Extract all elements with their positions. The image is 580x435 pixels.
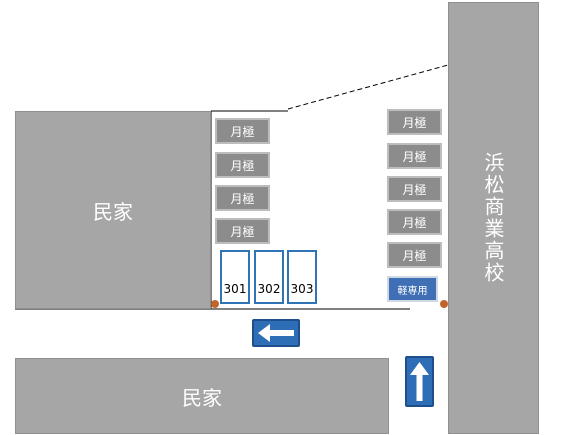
school-building: 浜松商業高校 bbox=[448, 2, 539, 434]
parking-slot-301[interactable]: 301 bbox=[220, 250, 250, 304]
corner-marker-left bbox=[211, 300, 219, 308]
one-way-left-sign bbox=[252, 319, 300, 347]
monthly-slot-left-2[interactable]: 月極 bbox=[215, 152, 270, 178]
monthly-slot-right-5[interactable]: 月極 bbox=[387, 242, 442, 268]
house-bottom: 民家 bbox=[15, 358, 389, 434]
house-bottom-label: 民家 bbox=[182, 385, 222, 410]
lot-diagonal-boundary bbox=[287, 64, 449, 110]
kei-only-slot[interactable]: 軽専用 bbox=[387, 276, 438, 302]
house-left: 民家 bbox=[15, 111, 211, 309]
monthly-slot-left-4[interactable]: 月極 bbox=[215, 218, 270, 244]
up-arrow-icon bbox=[410, 362, 429, 401]
monthly-slot-left-1[interactable]: 月極 bbox=[215, 118, 270, 144]
monthly-slot-right-4[interactable]: 月極 bbox=[387, 209, 442, 235]
left-arrow-icon bbox=[258, 324, 294, 342]
monthly-slot-right-1[interactable]: 月極 bbox=[387, 109, 442, 135]
monthly-slot-left-3[interactable]: 月極 bbox=[215, 185, 270, 211]
parking-slot-303[interactable]: 303 bbox=[287, 250, 317, 304]
school-label: 浜松商業高校 bbox=[481, 152, 505, 284]
one-way-up-sign bbox=[405, 356, 434, 407]
monthly-slot-right-3[interactable]: 月極 bbox=[387, 176, 442, 202]
house-left-label: 民家 bbox=[93, 199, 133, 224]
monthly-slot-right-2[interactable]: 月極 bbox=[387, 143, 442, 169]
parking-slot-302[interactable]: 302 bbox=[254, 250, 284, 304]
corner-marker-right bbox=[440, 300, 448, 308]
